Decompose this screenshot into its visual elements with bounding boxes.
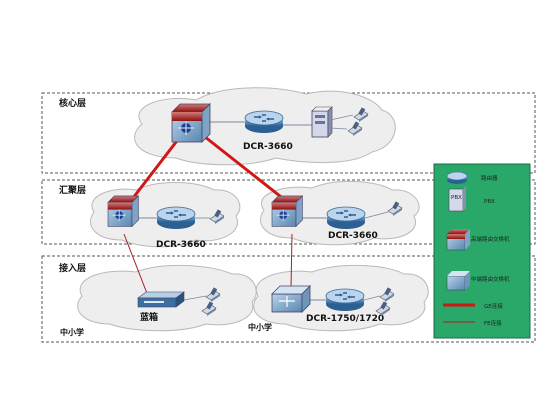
pbx-icon: PBX bbox=[448, 186, 466, 212]
layer-label-aggregation: 汇聚层 bbox=[59, 184, 86, 196]
mid-switch-icon bbox=[271, 285, 311, 313]
legend-ge-label: GE连接 bbox=[484, 302, 503, 310]
pbx-phone-link-1 bbox=[329, 114, 354, 121]
core-router-label: DCR-3660 bbox=[243, 142, 293, 152]
fe-link-agg-right-access bbox=[290, 233, 293, 289]
core-switch-icon bbox=[271, 195, 303, 227]
access-left-phone-link bbox=[183, 295, 207, 301]
legend-router-icon bbox=[446, 171, 468, 184]
router-icon bbox=[325, 288, 365, 312]
legend-pbx-label: PBX bbox=[484, 199, 495, 205]
core-switch-icon bbox=[446, 229, 470, 251]
agg-right-router-label: DCR-3660 bbox=[328, 231, 378, 241]
legend: 路由器 PBX PBX 高端路由交换机 中端路由交换机 GE连接 FE连接 bbox=[433, 163, 531, 339]
layer-label-access: 接入层 bbox=[59, 262, 86, 274]
aggregation-layer-box bbox=[41, 179, 536, 245]
legend-router-label: 路由器 bbox=[481, 174, 498, 182]
router-icon bbox=[326, 206, 366, 230]
agg-left-router-label: DCR-3660 bbox=[156, 240, 206, 250]
ge-link-core-agg-left bbox=[131, 132, 185, 199]
access-right-router-label: DCR-1750/1720 bbox=[306, 314, 384, 324]
legend-pbx-icon-text: PBX bbox=[451, 195, 462, 201]
fe-link-agg-left-access bbox=[123, 233, 149, 297]
layer-label-core: 核心层 bbox=[59, 97, 86, 109]
access-left-box-label: 蓝箱 bbox=[140, 311, 158, 323]
site-label-left: 中小学 bbox=[60, 327, 84, 337]
legend-fe-label: FE连接 bbox=[484, 319, 502, 327]
core-switch-icon bbox=[107, 195, 139, 227]
box-icon bbox=[137, 291, 185, 308]
site-label-right: 中小学 bbox=[248, 322, 272, 332]
access-layer-box bbox=[41, 255, 536, 343]
pbx-icon bbox=[311, 106, 333, 138]
router-icon bbox=[244, 110, 284, 134]
mid-switch-icon bbox=[446, 271, 470, 291]
router-icon bbox=[156, 206, 196, 230]
core-switch-icon bbox=[171, 103, 211, 143]
access-right-phone-link bbox=[363, 295, 381, 301]
legend-background bbox=[433, 163, 531, 339]
legend-mid-switch-label: 中端路由交换机 bbox=[471, 275, 510, 283]
legend-core-switch-label: 高端路由交换机 bbox=[471, 235, 510, 243]
pbx-phone-link-2 bbox=[329, 127, 348, 130]
agg-right-phone-link bbox=[364, 211, 389, 219]
ge-link-core-agg-right bbox=[199, 131, 286, 202]
